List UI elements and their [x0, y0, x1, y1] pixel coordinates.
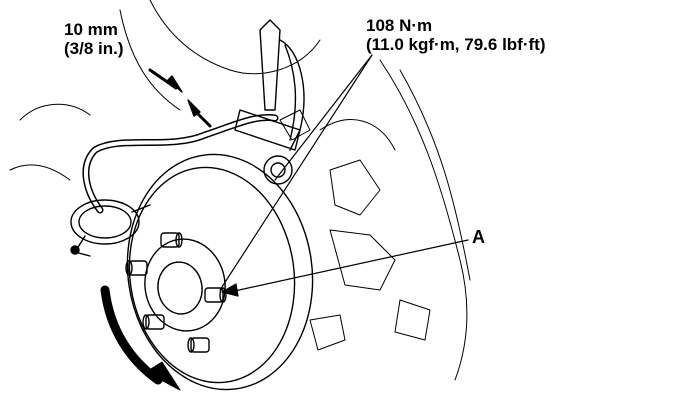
torque-alt-text: (11.0 kgf·m, 79.6 lbf·ft)	[366, 35, 546, 54]
runout-mm-text: 10 mm	[64, 20, 118, 39]
rotation-arrow	[100, 285, 181, 391]
wheel-nuts	[125, 232, 227, 353]
brake-disc	[126, 153, 314, 391]
runout-callout: 10 mm (3/8 in.)	[64, 20, 124, 58]
clamp-tool	[234, 19, 305, 185]
runout-in-text: (3/8 in.)	[64, 39, 124, 58]
part-a-callout: A	[472, 227, 485, 247]
suspension-knuckle-sketch	[9, 0, 471, 381]
torque-nm-text: 108 N·m	[366, 16, 433, 35]
dial-indicator	[70, 113, 279, 257]
torque-callout: 108 N·m (11.0 kgf·m, 79.6 lbf·ft)	[366, 16, 545, 54]
measurement-arrows	[148, 68, 212, 128]
leader-lines	[219, 54, 469, 297]
